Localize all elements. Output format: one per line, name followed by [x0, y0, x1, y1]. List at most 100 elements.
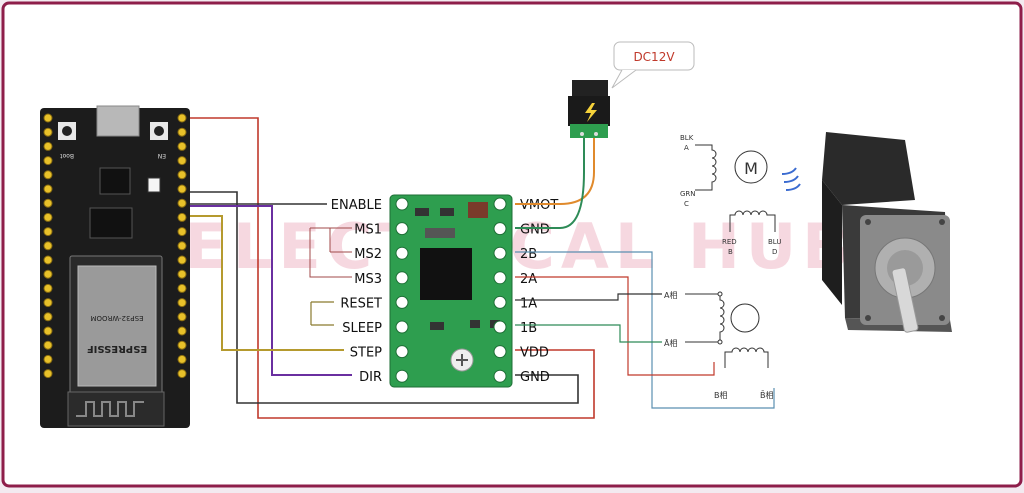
step-wire [190, 215, 344, 351]
coil-wires [515, 251, 775, 409]
esp32-pin [177, 312, 187, 322]
esp32-pin [43, 340, 53, 350]
esp32-pin [43, 255, 53, 265]
esp32-pin [43, 354, 53, 364]
esp32-pin [177, 184, 187, 194]
watermark-text: ELECTRICAL HUB [185, 210, 856, 283]
driver-pin-label-2b: 2B [520, 247, 537, 262]
phase-a-label: A [684, 144, 689, 152]
driver-pin-pads [395, 197, 507, 383]
power-gnd-wire [515, 138, 585, 229]
driver-ic [420, 248, 472, 300]
esp32-pin [43, 141, 53, 151]
power-bolt-icon [585, 103, 597, 122]
motor-rear [822, 132, 915, 205]
esp32-pin [43, 170, 53, 180]
driver-pin-label-gnd: GND [520, 370, 550, 385]
esp32-pin [177, 227, 187, 237]
power-callout [613, 41, 695, 71]
usb-chip [99, 167, 131, 195]
esp32-pin [177, 326, 187, 336]
driver-pad [493, 295, 507, 309]
brand-text: ESPRESSIF [87, 343, 147, 354]
driver-pad [493, 369, 507, 383]
esp32-pin [43, 298, 53, 308]
driver-pin-label-sleep: SLEEP [342, 321, 382, 336]
coil-symbols-bottom [685, 291, 769, 368]
regulator-chip [89, 207, 133, 239]
vdd-wire [190, 117, 595, 419]
module-text: ESP32-WROOM [90, 314, 143, 322]
dc-jack: DC12V [568, 41, 695, 138]
phase-c-label: C [684, 200, 689, 208]
driver-pad [395, 222, 409, 236]
phase-d-label: D [772, 248, 777, 256]
driver-pad [493, 222, 507, 236]
esp32-pin [43, 269, 53, 279]
motor-symbol: M [744, 159, 758, 178]
motor-shaft [891, 267, 919, 333]
driver-pin-label-step: STEP [350, 346, 382, 361]
phase-b-label: B [728, 248, 733, 256]
power-label: DC12V [633, 50, 675, 64]
b-minus-label: B̄相 [760, 390, 774, 400]
driver-pin-label-ms1: MS1 [354, 223, 382, 238]
esp32-pin [43, 198, 53, 208]
wire-2a [515, 276, 715, 376]
esp32-pin [177, 113, 187, 123]
driver-pin-label-gnd: GND [520, 223, 550, 238]
driver-pad [395, 271, 409, 285]
driver-pad [395, 345, 409, 359]
jack-pcb [570, 124, 608, 138]
esp32-pin [43, 283, 53, 293]
driver-pad [493, 320, 507, 334]
driver-pad [493, 197, 507, 211]
blu-label: BLU [768, 238, 781, 246]
esp32-board: Boot EN ESP32-WROOM ESPRESSIF [40, 105, 190, 428]
reset-sleep-jumper [310, 301, 334, 326]
a-minus-label: Ā相 [664, 338, 677, 348]
driver-pad [395, 369, 409, 383]
esp32-pin [177, 283, 187, 293]
esp32-pin [43, 312, 53, 322]
b-plus-label: B相 [714, 390, 728, 400]
vmot-wire [515, 138, 595, 205]
wire-2b [515, 251, 775, 409]
driver-pad [395, 295, 409, 309]
stepper-motor [781, 132, 952, 333]
driver-pin-label-1b: 1B [520, 321, 537, 336]
driver-pin-label-ms3: MS3 [354, 272, 382, 287]
esp32-pin [177, 198, 187, 208]
a-plus-label: A相 [664, 290, 677, 300]
esp32-pin [43, 184, 53, 194]
antenna [67, 391, 165, 427]
boot-label: Boot [60, 152, 74, 159]
driver-pad [493, 246, 507, 260]
motor-leads [781, 167, 801, 191]
esp32-pin [177, 156, 187, 166]
red-label: RED [722, 238, 737, 246]
usb-port-icon [96, 105, 140, 137]
gnd-wire [190, 191, 579, 404]
module-shield [77, 265, 157, 387]
driver-pin-label-reset: RESET [340, 296, 382, 311]
esp32-pin [177, 298, 187, 308]
esp32-pin [43, 212, 53, 222]
esp32-pin [177, 170, 187, 180]
driver-pad [395, 246, 409, 260]
wire-1a [515, 293, 662, 301]
driver-pin-label-vmot: VMOT [520, 198, 558, 213]
driver-pin-label-vdd: VDD [520, 346, 549, 361]
coil-symbols-top [695, 144, 776, 232]
esp32-pin [177, 212, 187, 222]
esp32-pin [177, 340, 187, 350]
driver-pin-label-dir: DIR [359, 370, 382, 385]
esp32-pin [177, 241, 187, 251]
wire-1b [515, 324, 662, 343]
esp32-pin [177, 369, 187, 379]
motor-schematic-top: BLK A GRN C RED B BLU D [680, 134, 781, 256]
motor-schematic-bottom: A相 Ā相 B相 B̄相 [664, 290, 774, 400]
